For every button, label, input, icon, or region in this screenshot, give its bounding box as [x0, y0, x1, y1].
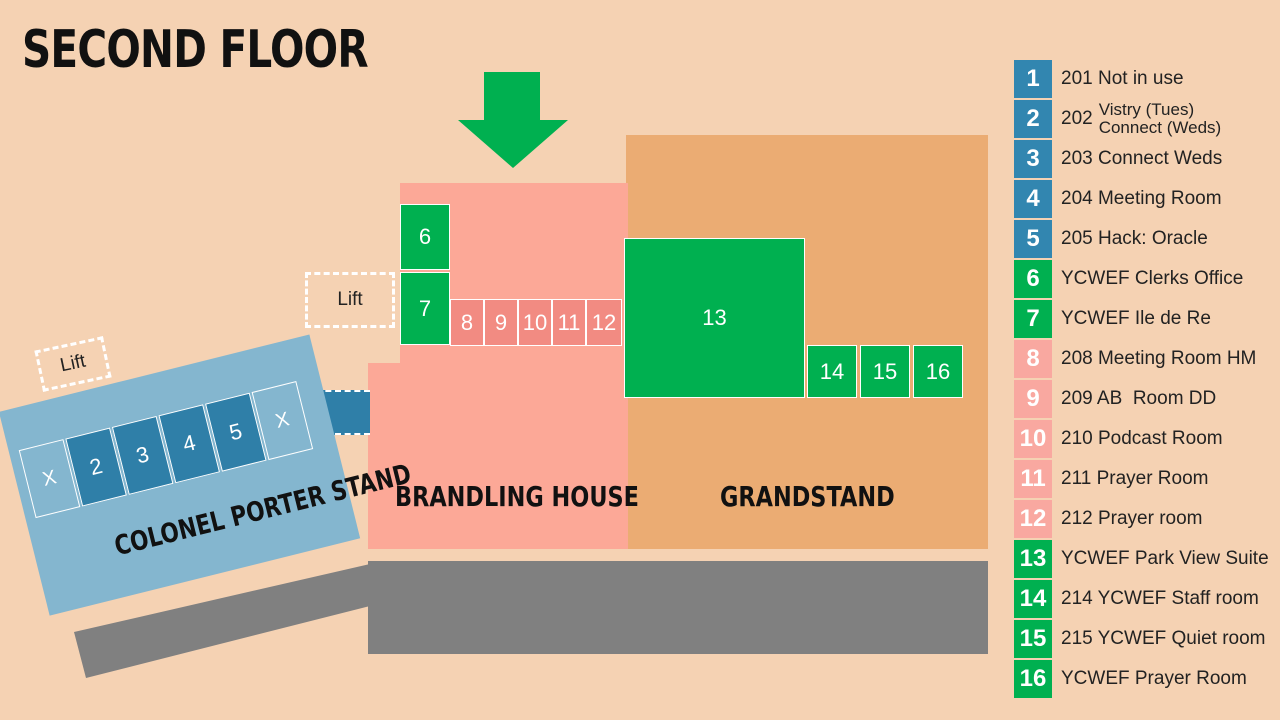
room-16[interactable]: 16: [913, 345, 963, 398]
legend-number: 3: [1014, 140, 1052, 178]
room-14[interactable]: 14: [807, 345, 857, 398]
legend-label-line1: Vistry (Tues): [1098, 100, 1195, 119]
legend-item: 8 208 Meeting Room HM: [1014, 340, 1256, 378]
room-9[interactable]: 9: [484, 299, 518, 346]
brandling-house-label: BRANDLING HOUSE: [395, 480, 639, 513]
legend-label: 203 Connect Weds: [1061, 148, 1223, 169]
grandstand-label: GRANDSTAND: [720, 480, 895, 513]
legend-number: 9: [1014, 380, 1052, 418]
legend-label: 205 Hack: Oracle: [1061, 228, 1208, 249]
room-13[interactable]: 13: [624, 238, 805, 398]
legend-number: 1: [1014, 60, 1052, 98]
legend-item: 16 YCWEF Prayer Room: [1014, 660, 1247, 698]
room-15[interactable]: 15: [860, 345, 910, 398]
legend-label: YCWEF Park View Suite: [1061, 548, 1269, 569]
legend-label-prefix: 202: [1061, 108, 1093, 129]
legend-number: 4: [1014, 180, 1052, 218]
legend-item: 12 212 Prayer room: [1014, 500, 1203, 538]
room-6[interactable]: 6: [400, 204, 450, 270]
legend-label: 215 YCWEF Quiet room: [1061, 628, 1266, 649]
legend-number: 15: [1014, 620, 1052, 658]
legend-number: 6: [1014, 260, 1052, 298]
legend-label: 209 AB Room DD: [1061, 388, 1217, 409]
legend-label: 202 Vistry (Tues) Connect (Weds): [1061, 101, 1221, 137]
legend-label-line2: Connect (Weds): [1098, 118, 1222, 137]
legend-item: 10 210 Podcast Room: [1014, 420, 1223, 458]
room-12[interactable]: 12: [586, 299, 622, 346]
room-10[interactable]: 10: [518, 299, 552, 346]
legend-item: 13 YCWEF Park View Suite: [1014, 540, 1269, 578]
legend-number: 7: [1014, 300, 1052, 338]
legend-label: 214 YCWEF Staff room: [1061, 588, 1259, 609]
legend-number: 5: [1014, 220, 1052, 258]
legend-label: YCWEF Prayer Room: [1061, 668, 1247, 689]
legend-item: 6 YCWEF Clerks Office: [1014, 260, 1243, 298]
road-strip: [368, 561, 988, 654]
room-7[interactable]: 7: [400, 272, 450, 345]
legend-label: YCWEF Ile de Re: [1061, 308, 1211, 329]
legend-number: 16: [1014, 660, 1052, 698]
legend-number: 14: [1014, 580, 1052, 618]
legend-number: 11: [1014, 460, 1052, 498]
legend-label-lines: Vistry (Tues) Connect (Weds): [1099, 101, 1222, 137]
legend-item: 5 205 Hack: Oracle: [1014, 220, 1208, 258]
down-arrow-icon: [458, 72, 568, 168]
room-11[interactable]: 11: [552, 299, 586, 346]
legend-number: 2: [1014, 100, 1052, 138]
legend-item: 7 YCWEF Ile de Re: [1014, 300, 1211, 338]
legend-label: 212 Prayer room: [1061, 508, 1203, 529]
legend-label: 208 Meeting Room HM: [1061, 348, 1257, 369]
legend-label: 210 Podcast Room: [1061, 428, 1223, 449]
road-strip-angled: [74, 564, 370, 678]
lift-brandling[interactable]: Lift: [305, 272, 395, 328]
legend-number: 10: [1014, 420, 1052, 458]
legend-label: 204 Meeting Room: [1061, 188, 1222, 209]
legend-item: 1 201 Not in use: [1014, 60, 1184, 98]
legend-label: YCWEF Clerks Office: [1061, 268, 1244, 289]
legend-number: 12: [1014, 500, 1052, 538]
lift-colonel-porter[interactable]: Lift: [34, 336, 112, 392]
legend-label: 201 Not in use: [1061, 68, 1184, 89]
legend-item: 14 214 YCWEF Staff room: [1014, 580, 1259, 618]
room-8[interactable]: 8: [450, 299, 484, 346]
legend-item: 11 211 Prayer Room: [1014, 460, 1209, 498]
legend-item: 9 209 AB Room DD: [1014, 380, 1216, 418]
legend-item: 4 204 Meeting Room: [1014, 180, 1222, 218]
legend-item: 15 215 YCWEF Quiet room: [1014, 620, 1266, 658]
legend-number: 8: [1014, 340, 1052, 378]
legend-item: 3 203 Connect Weds: [1014, 140, 1222, 178]
page-title: SECOND FLOOR: [22, 20, 369, 80]
legend-item: 2 202 Vistry (Tues) Connect (Weds): [1014, 100, 1221, 138]
legend-label: 211 Prayer Room: [1061, 468, 1209, 489]
legend-number: 13: [1014, 540, 1052, 578]
